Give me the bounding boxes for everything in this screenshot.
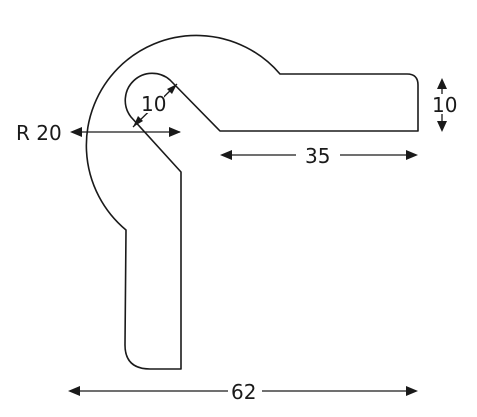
slot-width-label: 10 [141,92,166,116]
arm-length-dimension: 35 [220,144,418,168]
overall-width-dimension: 62 [68,380,418,404]
arm-height-dimension: 10 [431,78,459,132]
radius-dimension: R 20 [16,121,181,145]
slot-width-dimension: 10 [132,83,178,128]
arm-length-label: 35 [305,144,330,168]
overall-width-label: 62 [231,380,256,404]
radius-label: R 20 [16,121,62,145]
part-outline [85,34,419,370]
arm-height-label: 10 [432,93,457,117]
